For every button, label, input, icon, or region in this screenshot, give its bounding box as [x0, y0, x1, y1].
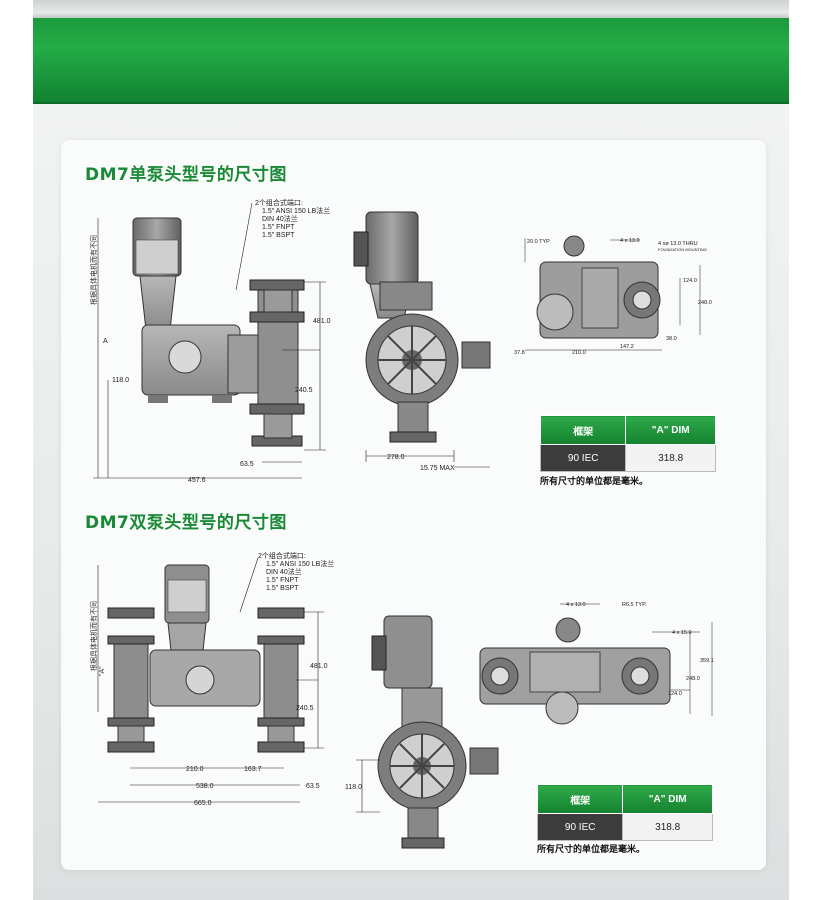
dimension-label: 124.0 — [683, 278, 697, 284]
table2-cell-adim: 318.8 — [622, 813, 713, 841]
dimension-label: 2个组合式端口: — [255, 198, 303, 207]
pump2-front-view — [371, 615, 499, 849]
dim-63: 63.5 — [240, 461, 254, 468]
dimension-label: 37.8 — [514, 350, 525, 356]
dimension-label: 1.5" FNPT — [266, 577, 299, 584]
dimension-label: 38.0 — [666, 336, 677, 342]
table2-cell-frame: 90 IEC — [536, 813, 624, 841]
pump2-top-view — [479, 617, 671, 725]
side-note-1: 根据具体电机而有不同 — [89, 235, 98, 305]
table-row: 90 IEC 318.8 — [536, 813, 713, 841]
dimension-label: 210.0 — [186, 766, 204, 773]
dimension-label: DIN 40法兰 — [266, 567, 302, 576]
dimension-label: 163.7 — [244, 766, 262, 773]
dimension-label: FOUNDATION MOUNTING — [658, 247, 707, 252]
dimension-label: R6.5 TYP. — [622, 602, 647, 608]
dimension-label: 1.5" ANSI 150 LB法兰 — [262, 206, 330, 215]
dim-118: 118.0 — [112, 377, 129, 384]
connection-note-1: 2个组合式端口: 1.5" ANSI 150 LB法兰 DIN 40法兰 1.5… — [255, 198, 330, 239]
dim-278: 278.0 — [387, 454, 405, 461]
dimension-label: 1.5" BSPT — [262, 232, 295, 239]
dimension-label: 248.0 — [698, 300, 712, 306]
dimension-label: 481.0 — [310, 663, 328, 670]
table2-header-frame: 框架 — [536, 784, 624, 814]
table1-header-adim: "A" DIM — [625, 415, 716, 445]
table1-cell-adim: 318.8 — [625, 444, 716, 472]
dimension-label: 1.5" FNPT — [262, 224, 295, 231]
dimension-label: 1.5" BSPT — [266, 585, 299, 592]
dimension-label: 1.5" ANSI 150 LB法兰 — [266, 559, 334, 568]
dimension-label: 538.0 — [196, 783, 214, 790]
dim-457: 457.6 — [188, 477, 206, 484]
dimension-label: 359.1 — [700, 658, 714, 664]
pump1-front-view — [353, 211, 491, 443]
frame-table-2: 框架 "A" DIM 90 IEC 318.8 — [536, 784, 713, 841]
dimension-label: 240.5 — [296, 705, 314, 712]
side-note-2: 根据具体电机而有不同 — [89, 601, 98, 671]
frame-table-1: 框架 "A" DIM 90 IEC 318.8 — [539, 415, 716, 472]
dimension-label: 4 x 13.0 — [620, 238, 640, 244]
top-strip — [33, 0, 789, 18]
dim-a: A — [103, 338, 108, 345]
dimension-label: 210.0 — [572, 350, 586, 356]
green-banner — [33, 18, 789, 104]
dimension-label: 124.0 — [668, 691, 682, 697]
units-note-2: 所有尺寸的单位都是毫米。 — [537, 845, 646, 855]
connection-note-2: 2个组合式端口: 1.5" ANSI 150 LB法兰 DIN 40法兰 1.5… — [258, 551, 334, 592]
pump1-top-view — [536, 235, 661, 339]
dimension-label: 147.2 — [620, 344, 634, 350]
section2-title: DM7双泵头型号的尺寸图 — [85, 513, 287, 533]
dimension-label: 4 x 15.0 — [672, 630, 692, 636]
table2-header-adim: "A" DIM — [622, 784, 713, 814]
dimension-label: 248.0 — [686, 676, 700, 682]
dimension-label: 63.5 — [306, 783, 320, 790]
pump1-side-view — [132, 217, 305, 447]
dim-1575: 15.75 MAX — [420, 465, 455, 472]
dim-481: 481.0 — [313, 318, 331, 325]
dimension-label: 118.0 — [345, 784, 362, 791]
dimension-label: DIN 40法兰 — [262, 214, 298, 223]
dimension-label: 4 xø 13.0 THRU — [658, 241, 698, 247]
table-row: 90 IEC 318.8 — [539, 444, 716, 472]
dimension-label: 4 x 13.0 — [566, 602, 586, 608]
side-a-2: "A" — [99, 666, 106, 676]
dimension-label: 20.0 TYP — [527, 239, 550, 245]
dimension-label: 2个组合式端口: — [258, 551, 306, 560]
dim-240: 240.5 — [295, 387, 313, 394]
pump2-side-view — [107, 564, 305, 753]
section1-title: DM7单泵头型号的尺寸图 — [85, 165, 287, 185]
dimension-label: 665.0 — [194, 800, 212, 807]
table1-cell-frame: 90 IEC — [539, 444, 627, 472]
units-note-1: 所有尺寸的单位都是毫米。 — [540, 477, 649, 487]
